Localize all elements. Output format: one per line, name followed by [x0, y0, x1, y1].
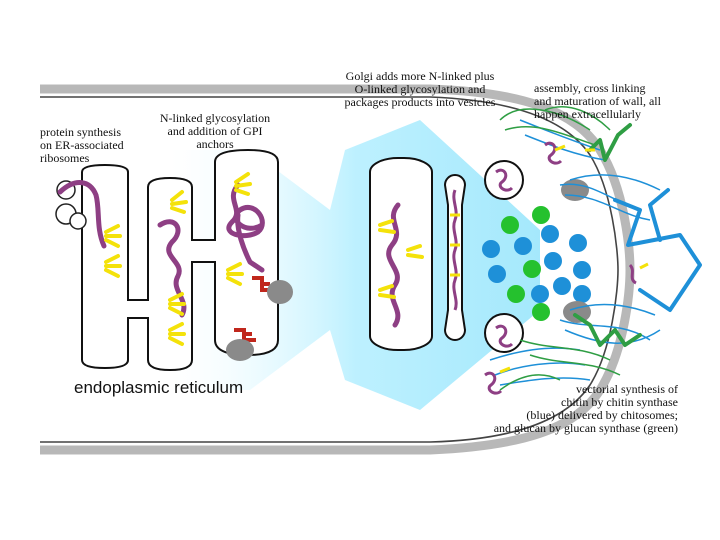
label-golgi: Golgi adds more N-linked plus O-linked g…: [345, 69, 496, 109]
golgi-cisterna: [370, 158, 432, 350]
label-line: vectorial synthesis of: [576, 382, 678, 396]
label-line: anchors: [196, 137, 234, 151]
label-n-linked: N-linked glycosylation and addition of G…: [160, 111, 270, 151]
label-line: assembly, cross linking: [534, 81, 646, 95]
label-vectorial: vectorial synthesis of chitin by chitin …: [494, 382, 678, 435]
label-endoplasmic-reticulum: endoplasmic reticulum: [74, 378, 243, 397]
label-line: protein synthesis: [40, 125, 121, 139]
label-line: happen extracellularly: [534, 107, 641, 121]
label-line: Golgi adds more N-linked plus: [346, 69, 495, 83]
label-line: ribosomes: [40, 151, 90, 165]
label-line: on ER-associated: [40, 138, 124, 152]
label-assembly: assembly, cross linking and maturation o…: [534, 81, 662, 121]
golgi-stack: [445, 175, 465, 340]
label-line: and glucan by glucan synthase (green): [494, 421, 678, 435]
label-line: chitin by chitin synthase: [561, 395, 678, 409]
label-line: packages products into vesicles: [345, 95, 496, 109]
label-line: (blue) delivered by chitosomes;: [526, 408, 678, 422]
label-line: and maturation of wall, all: [534, 94, 662, 108]
label-line: and addition of GPI: [168, 124, 263, 138]
label-protein-synthesis: protein synthesis on ER-associated ribos…: [40, 125, 124, 165]
label-line: N-linked glycosylation: [160, 111, 270, 125]
label-line: O-linked glycosylation and: [355, 82, 486, 96]
